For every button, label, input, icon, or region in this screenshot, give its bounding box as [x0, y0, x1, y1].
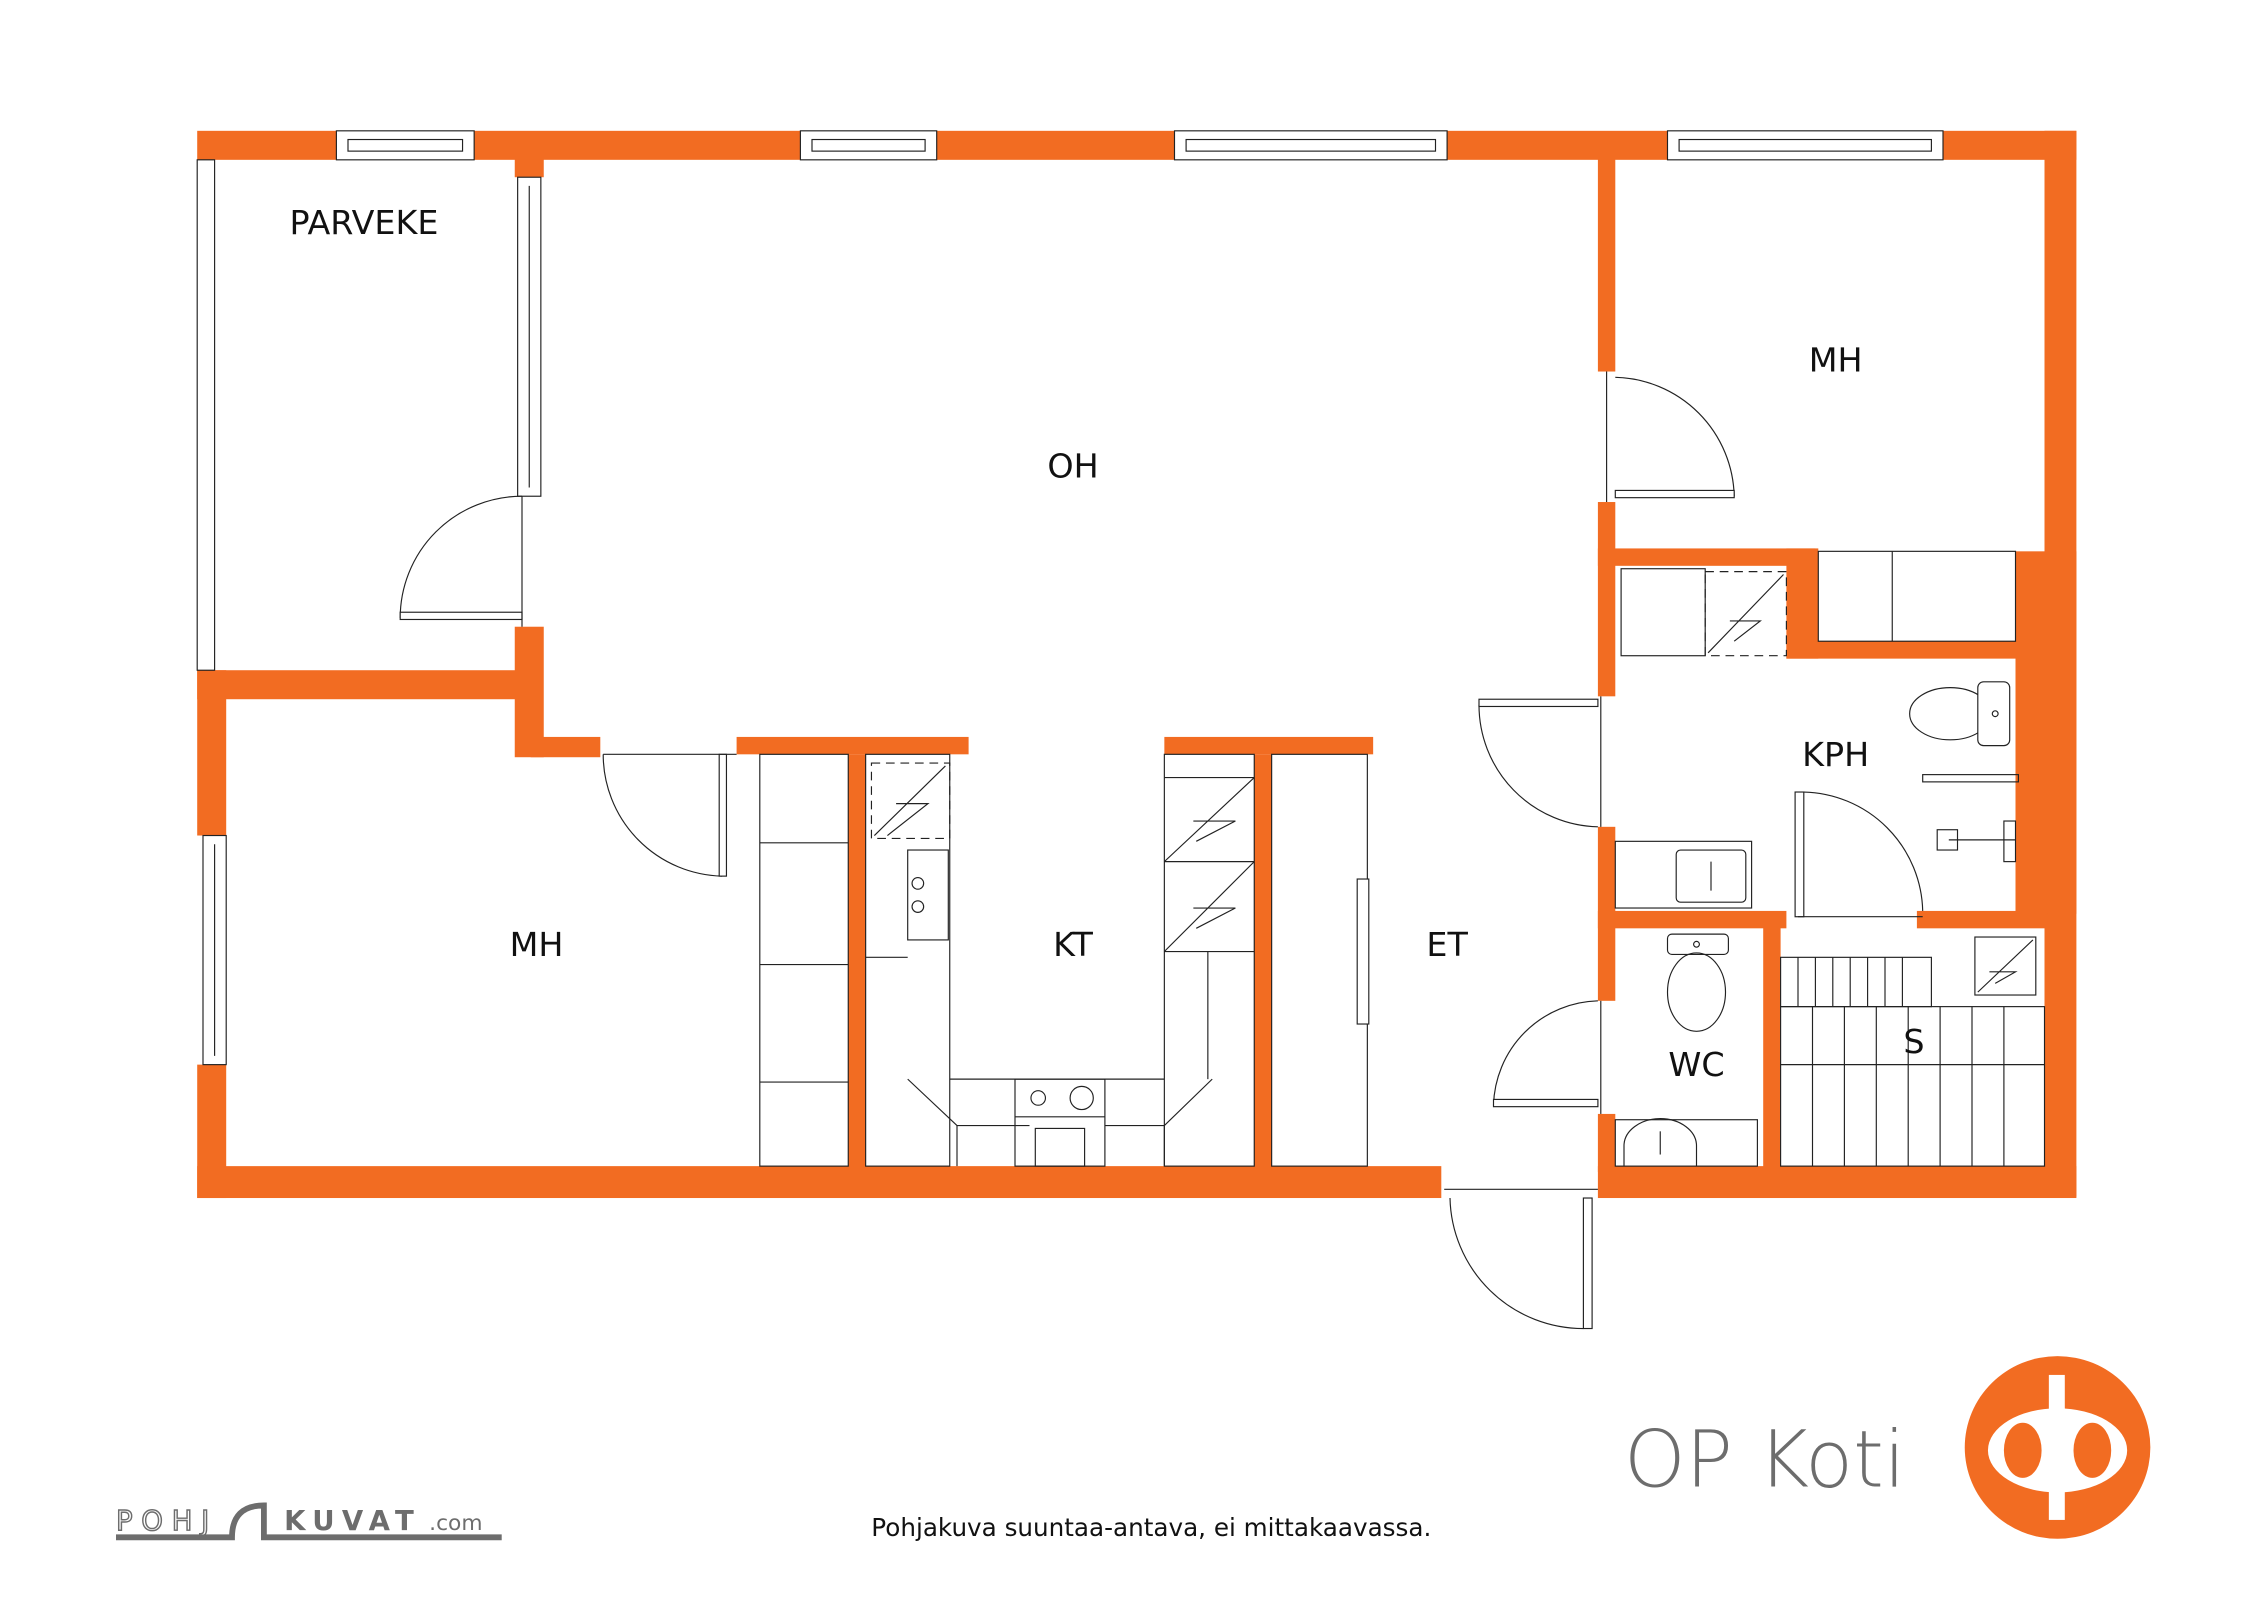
room-label-et: ET — [1426, 925, 1468, 964]
room-label-oh: OH — [1047, 446, 1098, 485]
pohjakuvat-logo: POHJ KUVAT .com — [115, 1502, 502, 1541]
room-label-kt: KT — [1053, 925, 1093, 964]
pohjakuvat-logo-right: KUVAT — [284, 1505, 421, 1537]
op-logo-icon — [1964, 1356, 2151, 1539]
room-label-s: S — [1903, 1022, 1924, 1061]
fixtures — [759, 550, 2046, 1167]
room-label-wc: WC — [1668, 1045, 1724, 1084]
doors — [399, 371, 1924, 1330]
room-label-mh-left: MH — [510, 925, 564, 964]
room-label-kph: KPH — [1802, 735, 1869, 774]
walls — [197, 130, 2077, 1199]
op-koti-wordmark: OP Koti — [1624, 1415, 1906, 1506]
windows — [196, 130, 1944, 1066]
disclaimer-text: Pohjakuva suuntaa-antava, ei mittakaavas… — [871, 1513, 1431, 1542]
pohjakuvat-logo-suffix: .com — [429, 1511, 482, 1536]
room-labels: PARVEKE OH MH MH KT ET KPH WC S — [289, 203, 1924, 1084]
room-label-mh-top: MH — [1809, 341, 1863, 380]
room-label-parveke: PARVEKE — [289, 203, 438, 242]
pohjakuvat-logo-left: POHJ — [116, 1505, 218, 1537]
stairs — [1780, 956, 2046, 1167]
